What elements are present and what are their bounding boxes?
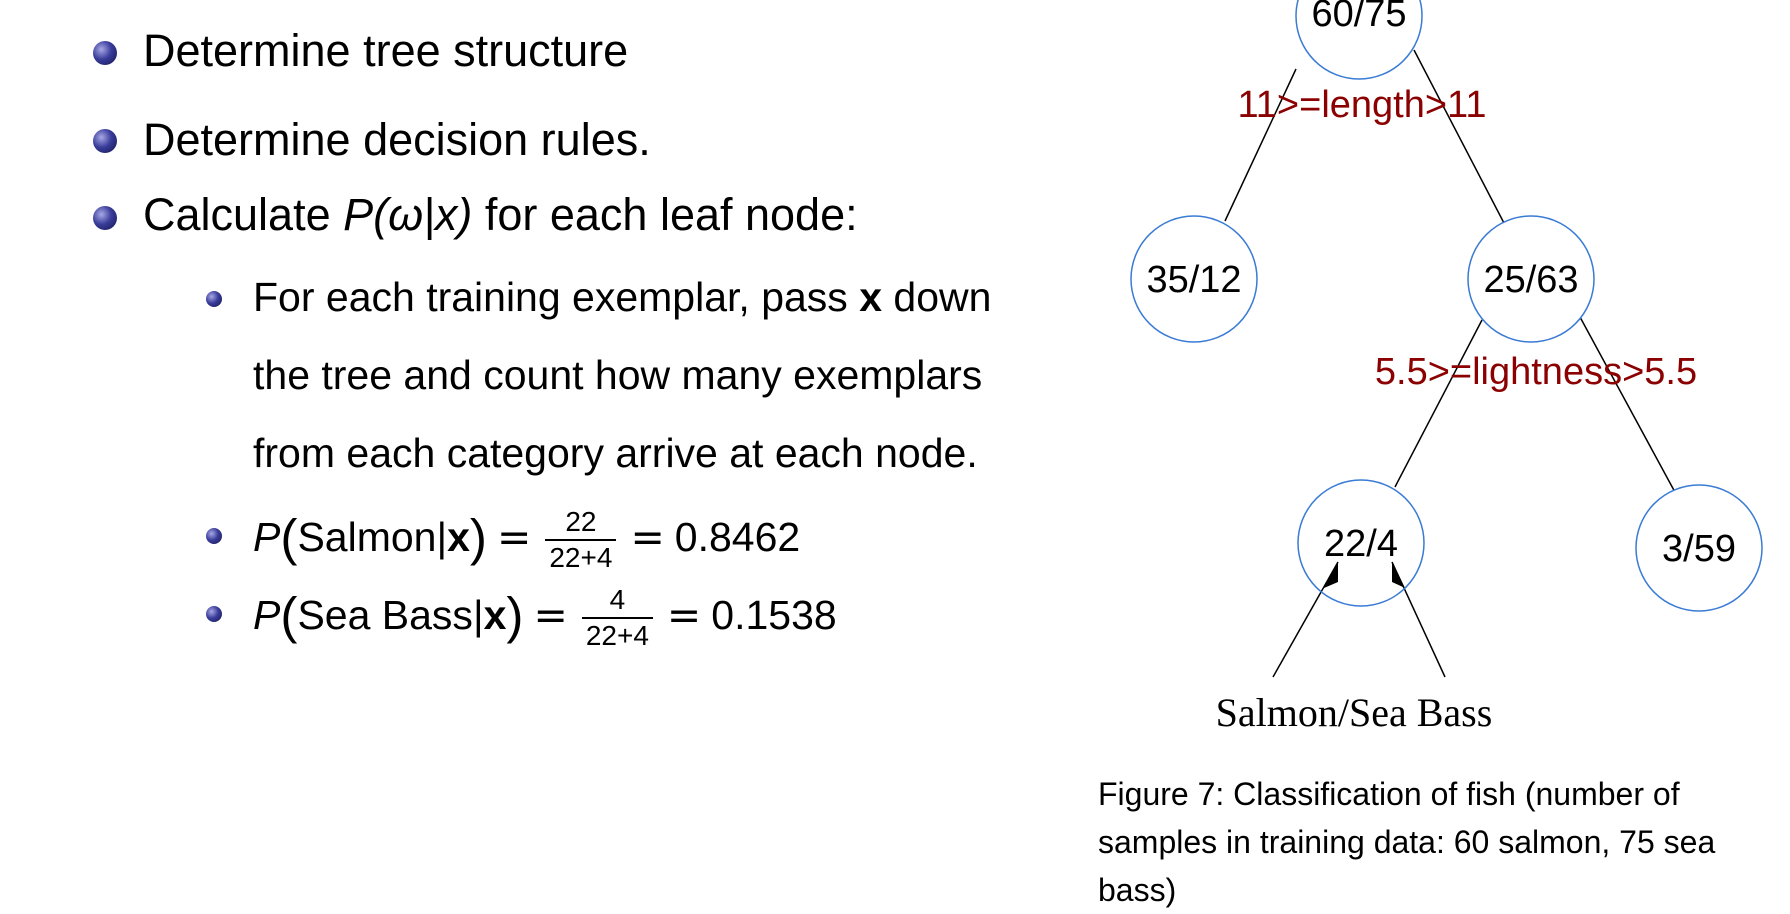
bullet-suffix: for each leaf node:: [472, 189, 858, 240]
prob-symbol: P: [253, 591, 281, 638]
sub-bullet-marker: [206, 606, 222, 622]
exemplar-text: For each training exemplar, pass: [253, 274, 860, 320]
bullet-marker: [93, 206, 117, 230]
edge-right-right: [1579, 316, 1677, 495]
bullet-prefix: Calculate: [143, 189, 344, 240]
node-left: 35/12: [1130, 215, 1258, 343]
edge-right-left: [1394, 319, 1483, 488]
denominator: 22+4: [581, 617, 653, 650]
rule-lightness: 5.5>=lightness>5.5: [1375, 351, 1697, 393]
class-name: Sea Bass: [297, 591, 473, 638]
node-right-left: 22/4: [1297, 479, 1425, 607]
bullet-text: Determine tree structure: [143, 25, 629, 76]
node-root: 60/75: [1295, 0, 1423, 80]
bullet-marker: [93, 129, 117, 153]
result-value: 0.8462: [674, 513, 801, 560]
sub-bullet-exemplar-line3: from each category arrive at each node.: [253, 433, 978, 474]
bullet-marker: [93, 41, 117, 65]
exemplar-text-end: down: [882, 274, 992, 320]
rule-length: 11>=length>11: [1237, 84, 1486, 126]
bullet-math: P(ω|x): [343, 189, 473, 240]
arrowhead-seabass: [1392, 562, 1405, 588]
bold-x: x: [483, 591, 507, 638]
bold-x: x: [447, 513, 470, 560]
sub-bullet-marker: [206, 528, 222, 544]
denominator: 22+4: [545, 539, 617, 572]
class-name: Salmon: [297, 513, 437, 560]
numerator: 22: [565, 506, 597, 537]
exemplar-text-line2: the tree and count how many exemplars: [253, 352, 983, 398]
prob-symbol: P: [253, 513, 281, 560]
bullet-determine-structure: Determine tree structure: [143, 28, 628, 73]
numerator: 4: [609, 584, 626, 615]
bullet-calculate: Calculate P(ω|x) for each leaf node:: [143, 192, 858, 237]
equals-sign: =: [533, 590, 568, 639]
exemplar-text-line3: from each category arrive at each node.: [253, 430, 978, 476]
edge-root-right: [1413, 49, 1506, 226]
node-left-label: 35/12: [1146, 259, 1241, 301]
node-right-right-label: 3/59: [1662, 528, 1736, 570]
bold-x: x: [859, 274, 883, 320]
sub-bullet-exemplar-line1: For each training exemplar, pass x down: [253, 277, 991, 318]
figure-caption: Figure 7: Classification of fish (number…: [1098, 776, 1716, 908]
node-right: 25/63: [1467, 215, 1595, 343]
node-right-left-label: 22/4: [1324, 523, 1398, 565]
leaf-label: Salmon/Sea Bass: [1216, 690, 1493, 735]
result-value: 0.1538: [711, 591, 837, 638]
bullet-text: Determine decision rules.: [143, 114, 651, 165]
node-root-label: 60/75: [1311, 0, 1406, 35]
node-right-label: 25/63: [1483, 259, 1578, 301]
equals-sign: =: [630, 512, 665, 561]
node-right-right: 3/59: [1635, 484, 1763, 612]
arrowhead-salmon: [1324, 562, 1338, 588]
bullet-determine-rules: Determine decision rules.: [143, 117, 651, 162]
arrow-salmon: [1272, 561, 1339, 678]
equals-sign: =: [497, 512, 532, 561]
given-bar: |: [436, 513, 448, 560]
sub-bullet-exemplar-line2: the tree and count how many exemplars: [253, 355, 982, 396]
equals-sign: =: [666, 590, 702, 639]
given-bar: |: [472, 591, 484, 638]
sub-bullet-marker: [206, 291, 222, 307]
edge-root-left: [1224, 68, 1297, 222]
